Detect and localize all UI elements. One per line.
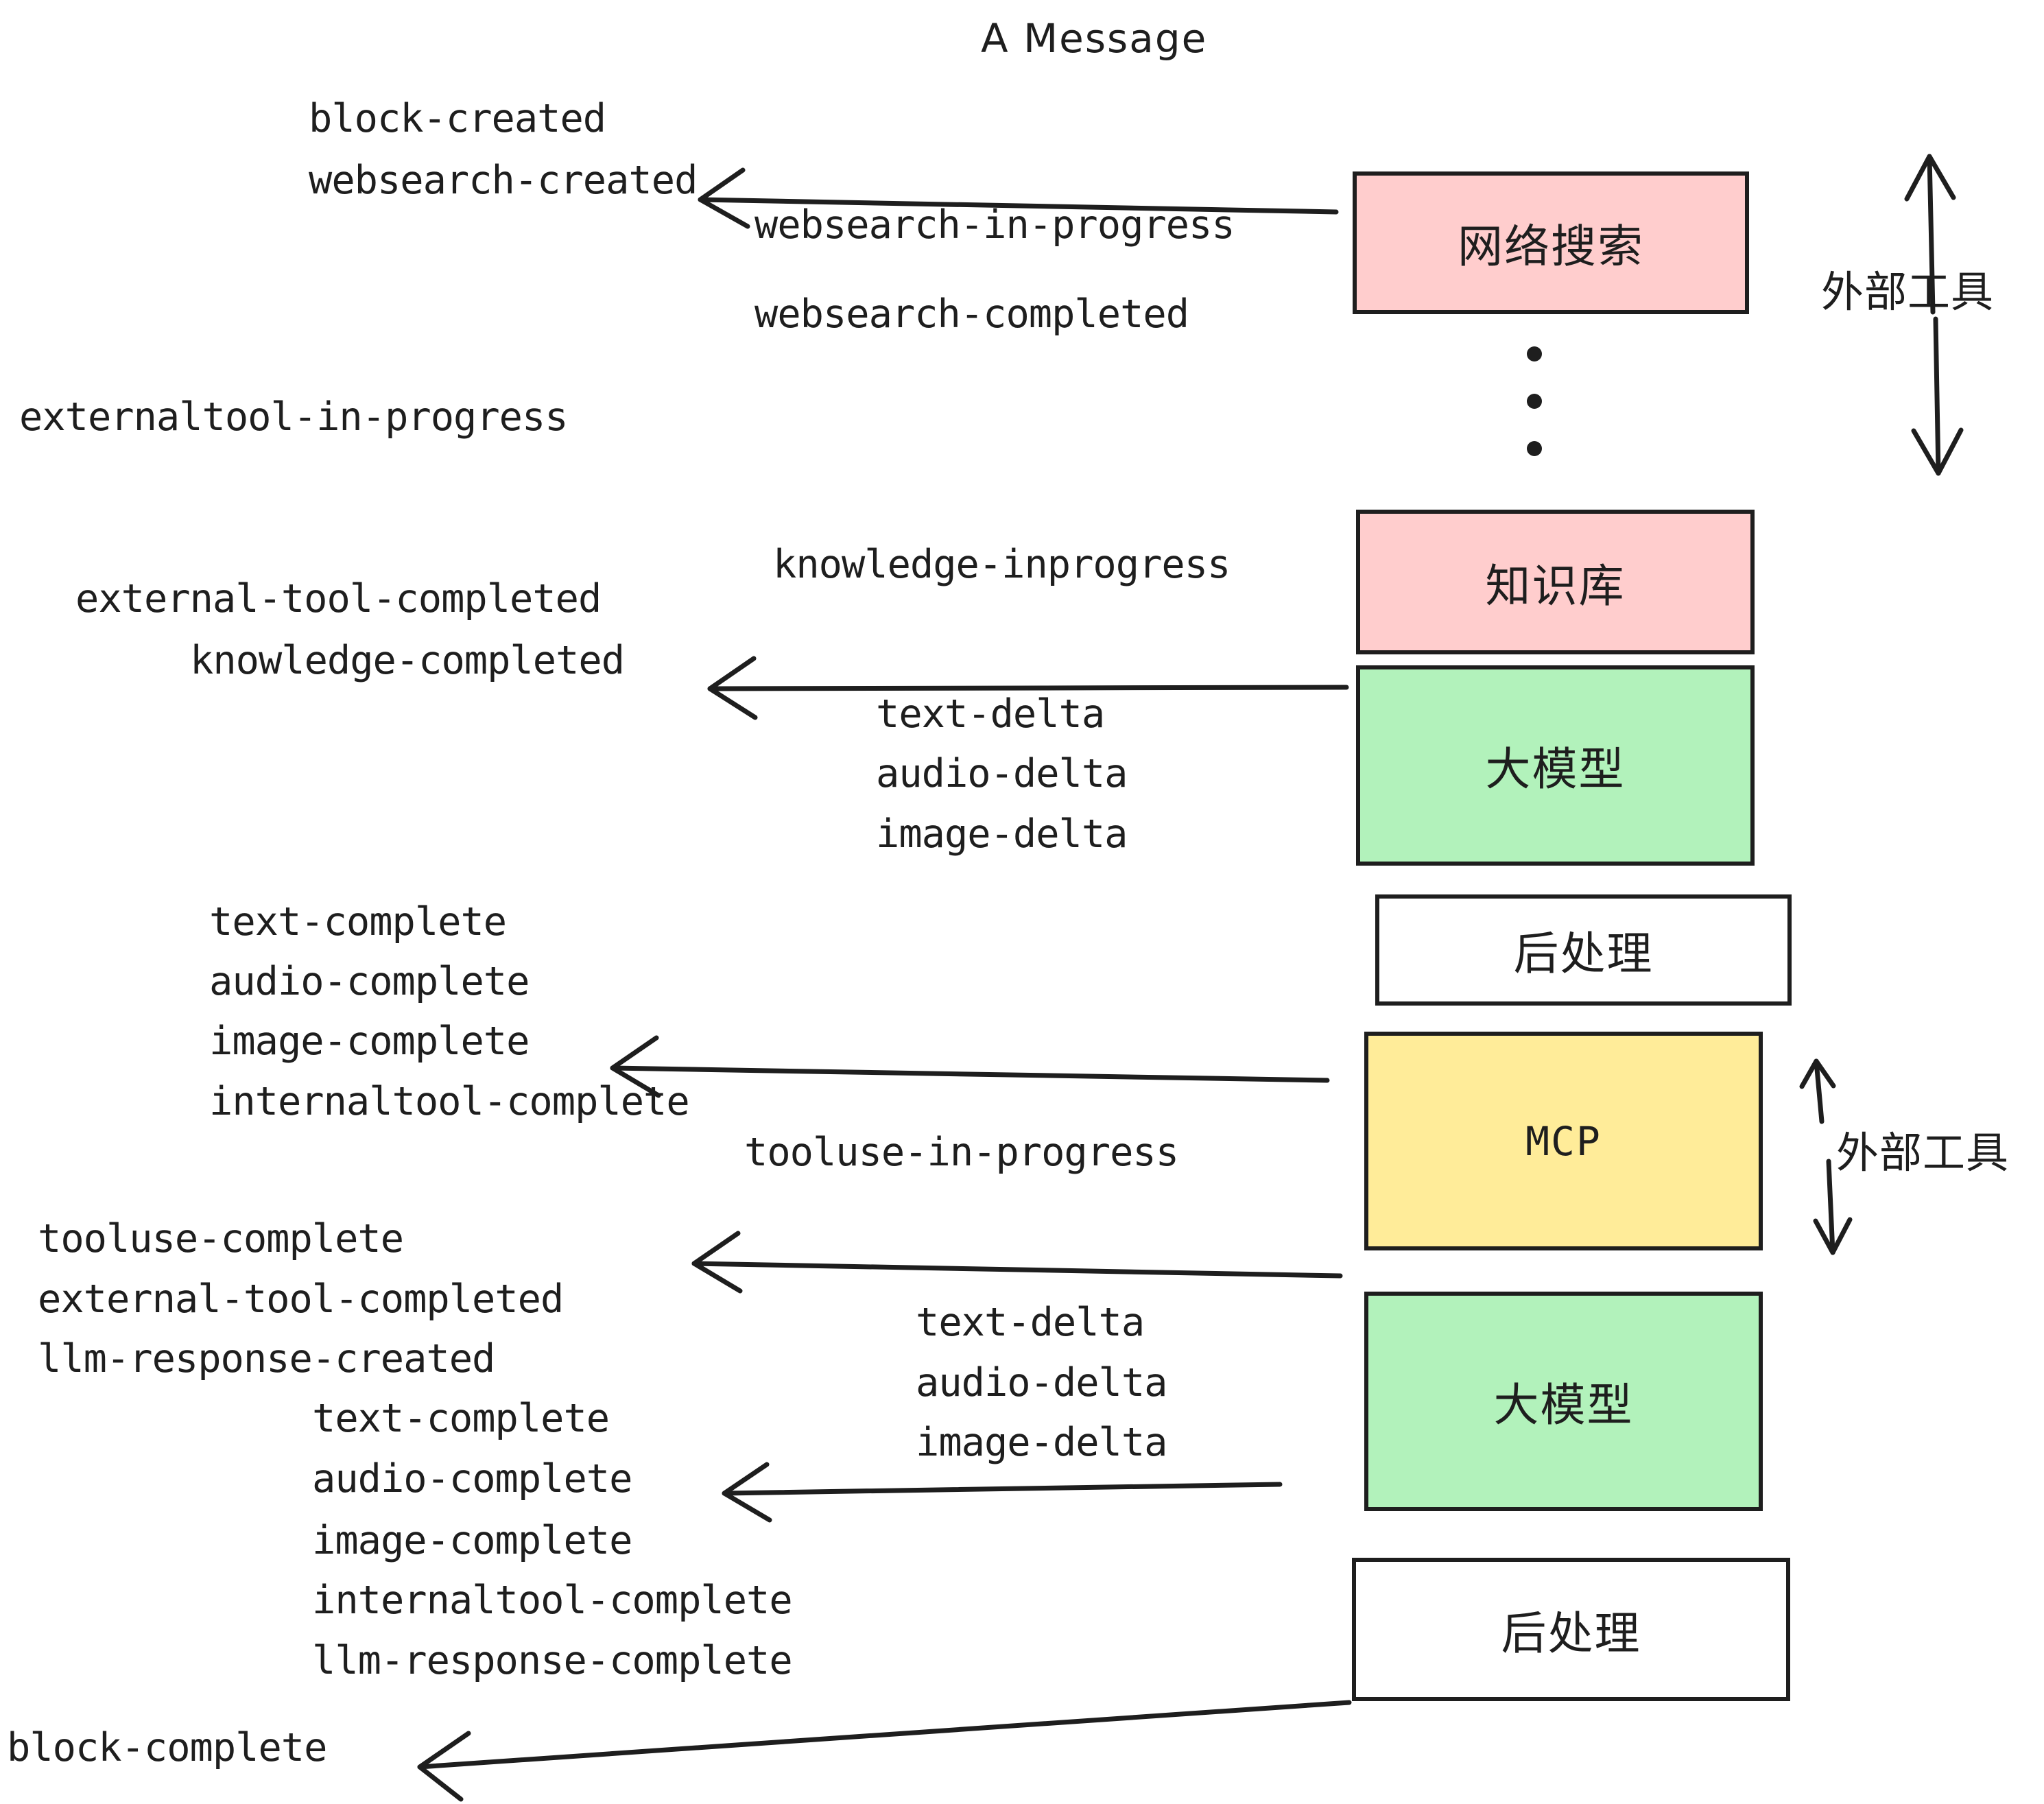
event-llm-response-created: llm-response-created: [38, 1336, 495, 1381]
node-llm-top: 大模型: [1356, 665, 1755, 866]
event-audio-complete-1: audio-complete: [209, 959, 530, 1004]
arrow-external-tools-bottom-up: [1799, 1058, 1836, 1124]
event-image-complete-1: image-complete: [209, 1019, 530, 1064]
event-audio-delta-2: audio-delta: [916, 1360, 1167, 1405]
arrow-postprocess-to-image-complete: [610, 1035, 1330, 1098]
node-llm-bottom: 大模型: [1364, 1292, 1763, 1511]
event-text-complete-2: text-complete: [312, 1396, 610, 1441]
event-text-delta-1: text-delta: [876, 691, 1105, 737]
arrow-postprocess-to-block-complete: [417, 1700, 1352, 1802]
side-label-external-tools-top: 外部工具: [1821, 267, 1995, 317]
arrow-mcp-to-tooluse-complete: [691, 1231, 1343, 1294]
dot-3: [1527, 441, 1542, 456]
event-block-created: block-created: [309, 96, 606, 141]
event-websearch-created: websearch-created: [309, 158, 698, 203]
event-image-delta-1: image-delta: [876, 811, 1128, 857]
node-knowledge-label: 知识库: [1485, 559, 1626, 613]
side-label-external-tools-bottom: 外部工具: [1836, 1128, 2010, 1178]
node-llm-bottom-label: 大模型: [1493, 1379, 1634, 1432]
arrow-external-tools-top-down: [1911, 316, 1964, 476]
node-websearch-label: 网络搜索: [1458, 220, 1644, 273]
node-websearch: 网络搜索: [1353, 171, 1749, 314]
event-external-tool-completed-2: external-tool-completed: [38, 1277, 564, 1322]
event-block-complete: block-complete: [7, 1725, 327, 1770]
node-mcp-label: MCP: [1525, 1117, 1602, 1165]
event-image-delta-2: image-delta: [916, 1420, 1167, 1465]
arrow-llm-bottom-to-audio-complete: [722, 1462, 1283, 1523]
event-internaltool-complete-2: internaltool-complete: [312, 1578, 793, 1623]
dot-1: [1527, 346, 1542, 361]
event-tooluse-in-progress: tooluse-in-progress: [744, 1130, 1179, 1175]
diagram-title: A Message: [981, 15, 1208, 62]
event-text-delta-2: text-delta: [916, 1300, 1145, 1345]
event-audio-complete-2: audio-complete: [312, 1456, 632, 1502]
event-tooluse-complete: tooluse-complete: [38, 1216, 404, 1261]
ellipsis-dots: [1526, 346, 1543, 456]
event-knowledge-completed: knowledge-completed: [190, 638, 625, 683]
event-audio-delta-1: audio-delta: [876, 751, 1128, 796]
event-image-complete-2: image-complete: [312, 1518, 632, 1563]
node-postprocess-top: 后处理: [1375, 894, 1792, 1006]
node-postprocess-top-label: 后处理: [1513, 927, 1654, 980]
node-mcp: MCP: [1364, 1032, 1763, 1250]
event-knowledge-inprogress: knowledge-inprogress: [773, 542, 1231, 587]
node-llm-top-label: 大模型: [1485, 743, 1626, 796]
node-postprocess-bottom: 后处理: [1352, 1558, 1790, 1701]
event-externaltool-in-progress: externaltool-in-progress: [19, 394, 569, 440]
event-external-tool-completed-1: external-tool-completed: [75, 576, 602, 621]
node-postprocess-bottom-label: 后处理: [1501, 1606, 1641, 1660]
dot-2: [1527, 394, 1542, 409]
event-llm-response-complete: llm-response-complete: [312, 1638, 793, 1683]
event-websearch-in-progress: websearch-in-progress: [754, 202, 1235, 248]
node-knowledge: 知识库: [1356, 510, 1755, 654]
event-text-complete-1: text-complete: [209, 899, 507, 945]
event-websearch-completed: websearch-completed: [754, 292, 1189, 337]
event-internaltool-complete-1: internaltool-complete: [209, 1079, 690, 1124]
